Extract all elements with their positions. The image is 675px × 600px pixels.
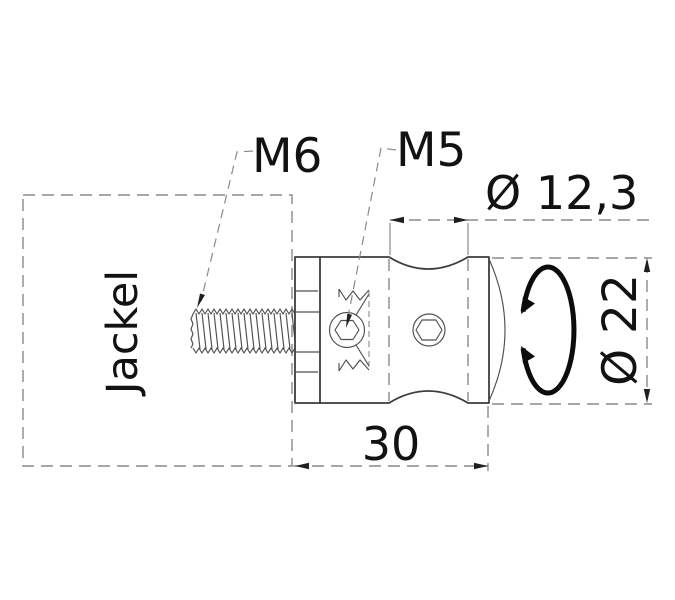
dim-body-diameter: Ø 22 [492, 257, 652, 405]
m5-leader-arrowhead-icon [346, 313, 352, 328]
m5-label: M5 [396, 123, 466, 178]
jackel-outline-box [22, 194, 293, 467]
dim-groove-diameter: Ø 12,3 [389, 166, 650, 255]
brand-label: Jackel [98, 270, 148, 397]
stud-thread-bottom-edge [192, 347, 296, 354]
set-screw-socket-front [328, 288, 370, 372]
screw-thread-marks-bottom [338, 344, 370, 372]
body-diameter-text: Ø 22 [593, 274, 648, 386]
groove-diameter-text: Ø 12,3 [485, 166, 638, 220]
hex-socket-icon [334, 319, 360, 341]
screw-thread-marks-top [338, 288, 370, 316]
dim-arrowhead-icon [390, 216, 404, 224]
dim-arrowhead-icon [474, 462, 488, 470]
rotation-arrowhead-icon [521, 296, 535, 314]
dim-body-length: 30 [293, 406, 489, 471]
stud-thread-hatch [195, 312, 296, 350]
dim-arrowhead-icon [643, 258, 651, 272]
m5-leader-line [347, 147, 397, 318]
stud-left-end [190, 313, 194, 349]
right-saddle-arc [488, 258, 506, 402]
stud-thread-top-edge [192, 308, 296, 315]
rotation-arrow-icon [520, 264, 577, 396]
hex-socket-icon [415, 319, 443, 341]
rotation-arrowhead-icon [521, 346, 535, 364]
rotation-ellipse-arc [520, 264, 577, 396]
dim-arrowhead-icon [295, 462, 309, 470]
set-screw-socket-waist [412, 313, 446, 347]
m6-leader-arrowhead-icon [197, 293, 205, 308]
dim-arrowhead-icon [454, 216, 468, 224]
body-length-text: 30 [362, 417, 421, 471]
threaded-stud [190, 308, 296, 354]
flange-bore-lines [296, 290, 320, 373]
socket-counterbore-circle [328, 311, 366, 349]
m6-label: M6 [252, 129, 322, 184]
socket-counterbore-circle [412, 313, 446, 347]
dim-arrowhead-icon [643, 389, 651, 403]
part-body-outline [294, 256, 490, 404]
m6-leader-line [200, 150, 254, 302]
